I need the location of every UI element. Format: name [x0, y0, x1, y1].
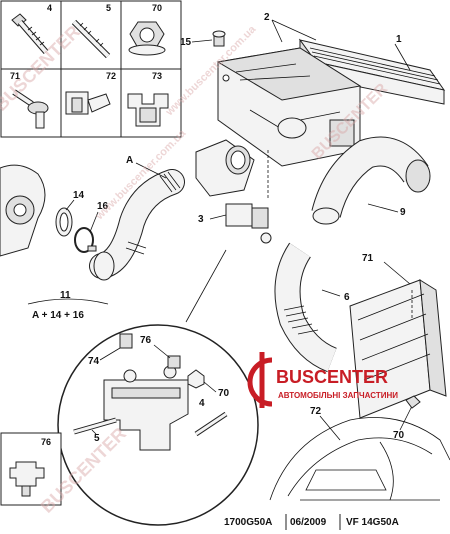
buscenter-logo: BUSCENTER АВТОМОБІЛЬНІ ЗАПЧАСТИНИ: [247, 352, 398, 408]
thumb-label-71: 71: [10, 71, 20, 81]
footer-ref-right: VF 14G50A: [346, 517, 399, 528]
callout-11: 11: [60, 290, 71, 301]
detail-view: [57, 249, 259, 526]
thumb-label-76: 76: [41, 437, 51, 447]
thumb-label-4: 4: [47, 3, 52, 13]
turbocharger: [0, 164, 46, 257]
vehicle-front-view: [269, 417, 450, 501]
callout-15: 15: [180, 37, 192, 48]
callout-9: 9: [400, 207, 406, 218]
callout-74: 74: [88, 356, 100, 367]
bolt-icon: [11, 13, 49, 54]
clip-76-icon: [9, 461, 45, 497]
intake-hose-a: [89, 169, 185, 281]
thumbnail-76: 76: [0, 432, 62, 506]
callout-2: 2: [264, 12, 270, 23]
callout-76: 76: [140, 335, 152, 346]
callout-A: A: [126, 155, 133, 166]
thumb-label-5: 5: [106, 3, 111, 13]
callout-1: 1: [396, 34, 402, 45]
callout-3: 3: [198, 214, 204, 225]
callout-71: 71: [362, 253, 374, 264]
thumb-label-72: 72: [106, 71, 116, 81]
air-filter-housing: [216, 47, 362, 167]
bracket-clip-icon: [65, 91, 111, 115]
clip-icon: [127, 93, 169, 127]
thumbnail-grid: 4 5 70 71 72: [0, 0, 182, 138]
footer-date: 06/2009: [290, 517, 327, 528]
footer: 1700G50A 06/2009 VF 14G50A: [224, 514, 399, 530]
callout-6: 6: [344, 292, 350, 303]
formula: A + 14 + 16: [32, 310, 84, 321]
intake-elbow: [195, 139, 255, 197]
callout-14: 14: [73, 190, 85, 201]
callout-16: 16: [97, 201, 109, 212]
thumb-label-70: 70: [152, 3, 162, 13]
callout-5: 5: [94, 433, 100, 444]
intercooler: [349, 279, 447, 419]
grommet-15: [212, 30, 226, 47]
stud-icon: [71, 19, 111, 59]
intake-hose-9: [311, 136, 431, 225]
thumb-label-73: 73: [152, 71, 162, 81]
intake-hose-6: [274, 242, 338, 373]
callout-72: 72: [310, 406, 322, 417]
brand-name: BUSCENTER: [276, 367, 388, 387]
hose-clamp-16: [74, 227, 97, 253]
brand-subtitle: АВТОМОБІЛЬНІ ЗАПЧАСТИНИ: [278, 391, 398, 400]
screw-icon: [12, 89, 49, 129]
sensor-3: [225, 203, 272, 244]
callout-70-vehicle: 70: [393, 430, 405, 441]
seal-ring-14: [55, 207, 73, 237]
footer-ref-left: 1700G50A: [224, 517, 272, 528]
nut-icon: [128, 21, 166, 56]
callout-4: 4: [199, 398, 205, 409]
callout-70-detail: 70: [218, 388, 230, 399]
